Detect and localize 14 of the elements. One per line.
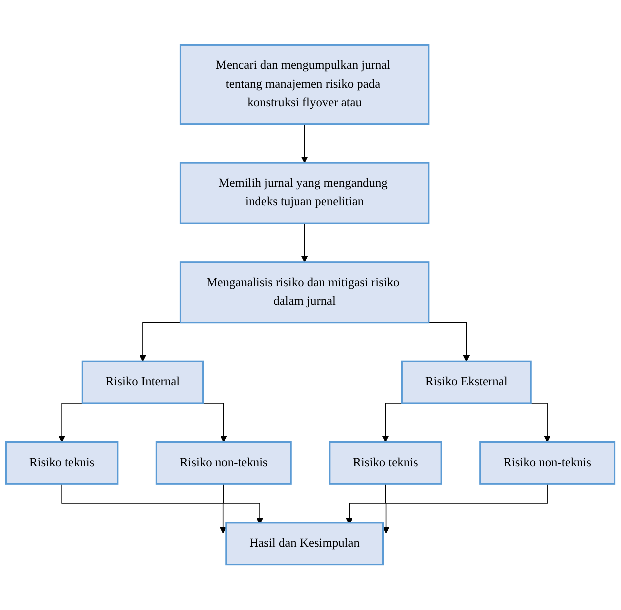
arrow: [382, 484, 548, 534]
node-box: Memilih jurnal yang mengandung indeks tujuan penelitian: [180, 162, 430, 224]
node-box: Risiko Internal: [82, 360, 204, 404]
arrow: [62, 484, 227, 534]
arrow: [301, 124, 308, 164]
node-box: Risiko teknis: [5, 441, 119, 485]
node-box: Menganalisis risiko dan mitigasi risiko dalam jurnal: [180, 262, 430, 324]
node-box: Hasil dan Kesimpulan: [226, 522, 384, 566]
node-box: Risiko teknis: [329, 441, 442, 485]
node-box: Mencari dan mengumpulkan jurnal tentang manajemen risiko pada konstruksi flyover atau: [180, 44, 430, 126]
arrow: [301, 223, 308, 263]
node-box: Risiko Eksternal: [401, 360, 532, 404]
node-box: Risiko non-teknis: [480, 441, 616, 485]
node-box: Risiko non-teknis: [156, 441, 292, 485]
